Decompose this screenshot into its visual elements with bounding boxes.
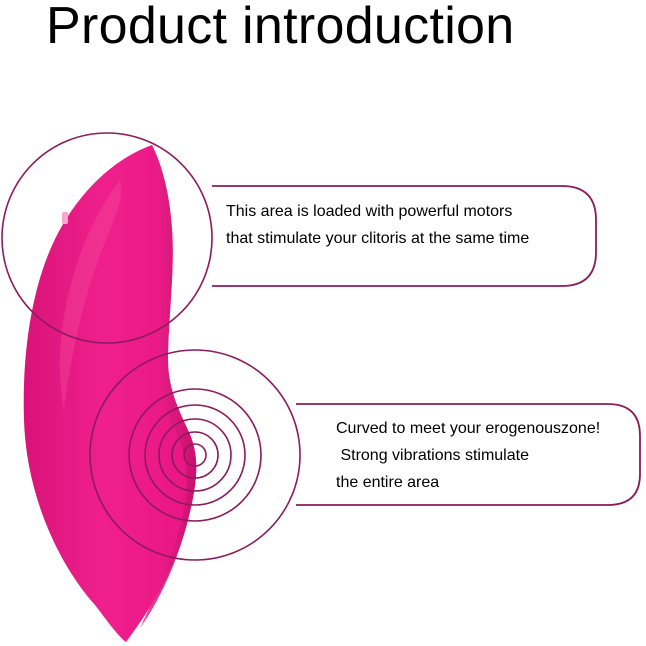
callout-1-line-1: This area is loaded with powerful motors xyxy=(226,203,513,220)
callout-2-bubble xyxy=(296,403,641,506)
callout-2-line-3: the entire area xyxy=(336,474,440,491)
callout-2-text: Curved to meet your erogenouszone! Stron… xyxy=(336,415,600,496)
product-edge xyxy=(140,145,197,628)
callout-1-bubble xyxy=(212,185,597,287)
callout-1-text: This area is loaded with powerful motors… xyxy=(226,198,529,252)
magnifier-circle-icon xyxy=(1,132,213,344)
callout-2-line-2: Strong vibrations stimulate xyxy=(336,447,529,464)
callout-2-line-1: Curved to meet your erogenouszone! xyxy=(336,420,601,437)
callout-1-line-2: that stimulate your clitoris at the same… xyxy=(226,230,530,247)
power-button xyxy=(62,212,68,224)
page-title: Product introduction xyxy=(46,0,515,55)
product-highlight xyxy=(59,180,122,410)
vibration-rings-icon xyxy=(89,349,301,561)
